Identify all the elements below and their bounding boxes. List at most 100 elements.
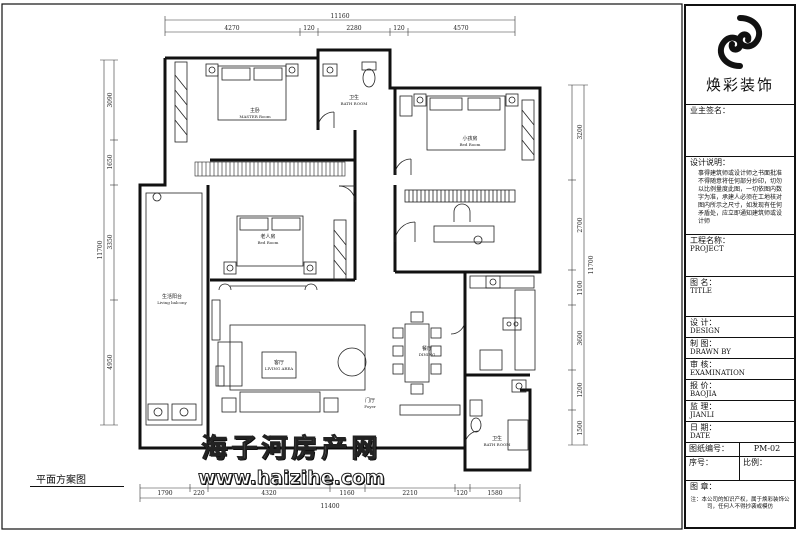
room-label-bath-top-en: BATH ROOM: [341, 101, 368, 106]
seq-label: 序号：: [686, 457, 740, 480]
report-label: 报 价：: [690, 381, 717, 390]
owner-signature-row: 业主签名：: [686, 104, 794, 156]
dim-right-total: 11700: [588, 255, 595, 274]
design-label: 设 计：: [690, 318, 717, 327]
dim-bottom-2: 220: [193, 490, 205, 497]
dim-bottom-4: 1160: [339, 490, 354, 497]
kitchen-counters: [469, 275, 536, 371]
dim-left-3: 3350: [107, 234, 114, 249]
dim-left-4: 4950: [107, 354, 114, 369]
project-sub: PROJECT: [690, 245, 724, 253]
room-label-master-en: MASTER Room: [239, 114, 270, 119]
room-label-bath-top: 卫生: [349, 94, 359, 101]
dining-set: [392, 311, 466, 416]
chapter-row: 图 章： 注：本公司的知识产权，属于焕彩装饰公司，任何人不得抄袭或模仿: [686, 480, 794, 527]
stamp-note: 注：本公司的知识产权，属于焕彩装饰公司，任何人不得抄袭或模仿: [690, 497, 790, 510]
floor-plan: 主卧 MASTER Room 卫生 BATH ROOM 小孩房 Bed Room…: [1, 3, 683, 530]
room-label-kid-en: Bed Room: [460, 142, 481, 147]
drawing-no-label: 图纸编号：: [686, 443, 740, 456]
room-label-kid: 小孩房: [462, 135, 477, 142]
chapter-label: 图 章：: [690, 482, 717, 491]
dim-right-6: 1500: [577, 420, 584, 435]
balcony-fixtures: [145, 192, 203, 426]
room-label-bath-bottom: 卫生: [492, 435, 502, 442]
dim-top-5: 4570: [453, 25, 468, 32]
dim-bottom-7: 1580: [487, 490, 502, 497]
dim-left-2: 1650: [107, 154, 114, 169]
watermark: 海子河房产网 www.haizihe.com: [198, 428, 386, 490]
report-sub: BAOJIA: [690, 390, 717, 398]
exam-label: 审 核：: [690, 360, 717, 369]
design-sub: DESIGN: [690, 327, 720, 335]
sheet-border: [1, 3, 683, 530]
dim-top-3: 2280: [346, 25, 361, 32]
wardrobe-top: [194, 161, 346, 177]
supervise-label: 监 理：: [690, 402, 717, 411]
title-label: 图 名：: [690, 278, 717, 287]
room-label-living: 客厅: [274, 359, 284, 366]
design-notes-row: 设计说明： 事得建筑师或设计师之书面批准不得随意将任何部分抄印，切勿以比例量度此…: [686, 156, 794, 234]
design-notes-text: 事得建筑师或设计师之书面批准不得随意将任何部分抄印，切勿以比例量度此图，一切依图…: [698, 170, 783, 225]
room-label-dining-en: DINING: [419, 352, 436, 357]
supervise-sub: JIANLI: [690, 411, 715, 419]
title-row: 图 名： TITLE: [686, 276, 794, 316]
scale-label: 比例：: [743, 458, 767, 467]
drawing-no-row: 图纸编号： PM-02: [686, 442, 794, 456]
room-label-foyer-en: Foyer: [364, 404, 376, 409]
watermark-url: www.haizihe.com: [198, 467, 386, 490]
date-sub: DATE: [690, 432, 711, 440]
bath-bottom-fixtures: [464, 379, 529, 451]
exam-sub: EXAMINATION: [690, 369, 745, 377]
dim-right-5: 1200: [577, 382, 584, 397]
living-furniture: [211, 299, 367, 413]
drawn-sub: DRAWN BY: [690, 348, 731, 356]
company-name: 焕彩装饰: [705, 76, 774, 94]
drawn-row: 制 图： DRAWN BY: [686, 337, 794, 358]
dim-left-total: 11700: [97, 240, 104, 259]
dim-bottom-3: 4320: [261, 490, 276, 497]
design-notes-label: 设计说明：: [690, 158, 730, 167]
dim-bottom-6: 120: [456, 490, 468, 497]
owner-label: 业主签名：: [690, 106, 730, 115]
dim-bottom-total: 11400: [320, 503, 339, 510]
bath-top-fixtures: [317, 61, 377, 129]
room-labels: 主卧 MASTER Room 卫生 BATH ROOM 小孩房 Bed Room…: [157, 94, 510, 447]
dim-top-4: 120: [393, 25, 405, 32]
design-row: 设 计： DESIGN: [686, 316, 794, 337]
room-label-elder-en: Bed Room: [258, 240, 279, 245]
company-logo: 焕彩装饰: [686, 6, 794, 104]
swirl-logo-icon: [717, 15, 763, 69]
dim-right-3: 1100: [577, 280, 584, 295]
dim-left-1: 3090: [107, 92, 114, 107]
room-label-foyer: 门厅: [365, 397, 375, 404]
dim-top-1: 4270: [224, 25, 239, 32]
walls: [138, 48, 542, 472]
dim-right-4: 3600: [577, 330, 584, 345]
date-row: 日 期： DATE: [686, 421, 794, 442]
room-label-balcony: 生活阳台: [162, 293, 182, 300]
dim-right-2: 2700: [577, 217, 584, 232]
dim-right-1: 3200: [577, 124, 584, 139]
plan-title-underline: [30, 486, 124, 487]
project-row: 工程名称： PROJECT: [686, 234, 794, 276]
elder-bed: [218, 185, 356, 291]
master-bed: [174, 61, 299, 143]
watermark-cn: 海子河房产网: [201, 434, 382, 465]
kid-bed: [394, 93, 535, 176]
plan-title: 平面方案图: [36, 475, 86, 486]
title-block: 焕彩装饰 业主签名： 设计说明： 事得建筑师或设计师之书面批准不得随意将任何部分…: [684, 4, 796, 529]
dimension-lines: [100, 16, 588, 502]
study-desk: [394, 189, 516, 245]
room-label-balcony-en: Living balcony: [157, 300, 187, 305]
title-sub: TITLE: [690, 287, 712, 295]
room-label-master: 主卧: [250, 107, 260, 114]
report-row: 报 价： BAOJIA: [686, 379, 794, 400]
exam-row: 审 核： EXAMINATION: [686, 358, 794, 379]
date-label: 日 期：: [690, 423, 717, 432]
supervise-row: 监 理： JIANLI: [686, 400, 794, 421]
dim-bottom-5: 2210: [402, 490, 417, 497]
dim-top-total: 11160: [330, 13, 349, 20]
project-label: 工程名称：: [690, 236, 730, 245]
dim-bottom-1: 1790: [157, 490, 172, 497]
